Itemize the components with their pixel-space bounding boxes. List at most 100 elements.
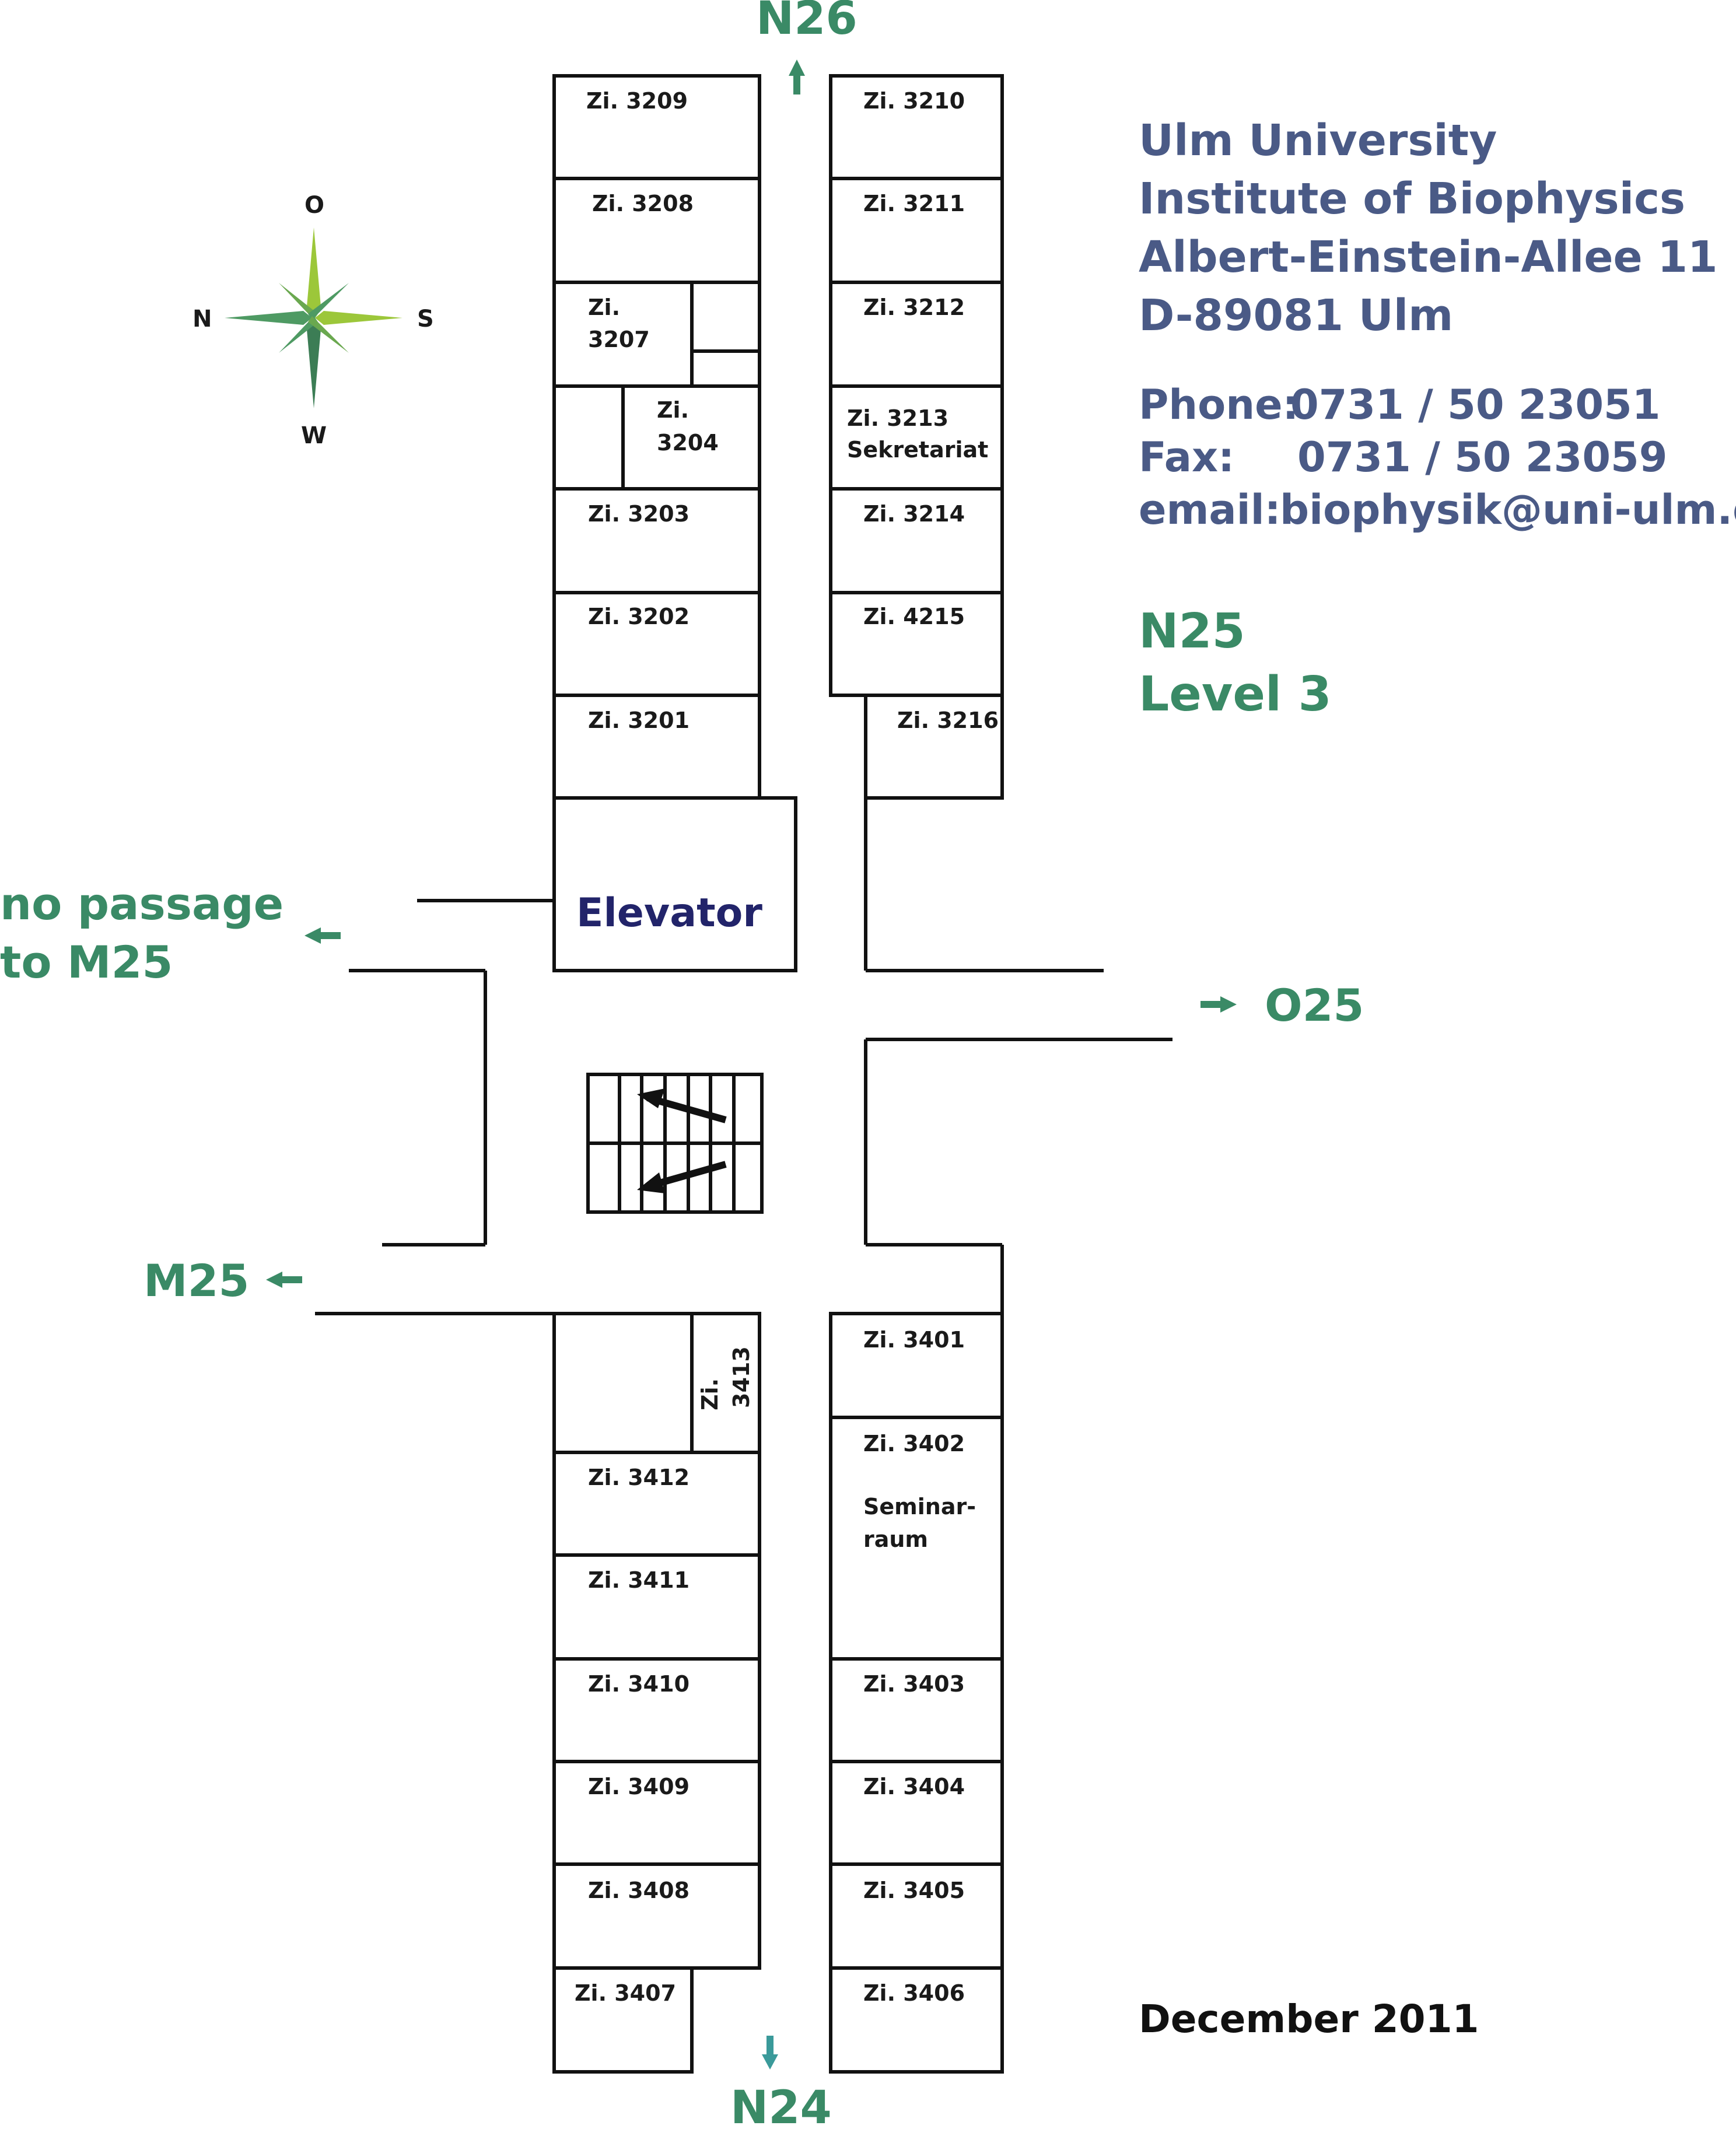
label-room-3406: Zi. 3406 — [863, 1980, 965, 2006]
no-passage-line2: to M25 — [0, 936, 173, 988]
room-3209 — [552, 74, 761, 180]
label-room-3203: Zi. 3203 — [588, 501, 690, 527]
label-room-3411: Zi. 3411 — [588, 1567, 690, 1593]
phone-value: 0731 / 50 23051 — [1290, 381, 1660, 429]
compass-rose: O W N S — [192, 192, 434, 449]
compass-diagonal-2 — [308, 283, 349, 320]
compass-west-point — [225, 311, 312, 325]
room-3214 — [829, 487, 1004, 594]
label-room-3412: Zi. 3412 — [588, 1465, 690, 1490]
room-3404 — [829, 1760, 1004, 1866]
label-room-3201: Zi. 3201 — [588, 708, 690, 733]
room-3407 — [552, 1966, 694, 2074]
elevator-label: Elevator — [576, 890, 762, 936]
room-3403 — [829, 1657, 1004, 1763]
compass-bottom-letter: W — [301, 422, 327, 449]
room-3406 — [829, 1966, 1004, 2074]
no-passage-arrow-icon — [304, 927, 341, 944]
room-4215 — [829, 591, 1004, 697]
level-label: Level 3 — [1139, 667, 1332, 722]
institution-info: Ulm University Institute of Biophysics A… — [1139, 115, 1736, 722]
stair-arrow-lower-head — [637, 1172, 665, 1193]
south-arrow-icon — [762, 2036, 778, 2070]
staircase — [586, 1073, 764, 1214]
email-value: biophysik@uni-ulm.de — [1280, 486, 1736, 534]
fax-label: Fax: — [1139, 433, 1234, 481]
label-room-3401: Zi. 3401 — [863, 1327, 965, 1353]
label-room-3213-line1: Zi. 3213 — [847, 405, 949, 431]
west-exit-label: M25 — [144, 1255, 249, 1307]
room-3203 — [552, 487, 761, 594]
label-room-3413-line2: 3413 — [729, 1346, 754, 1408]
label-room-3410: Zi. 3410 — [588, 1671, 690, 1697]
institution-line-4: D-89081 Ulm — [1139, 290, 1453, 341]
plan-date: December 2011 — [1139, 1997, 1479, 2042]
room-3201 — [552, 694, 761, 800]
phone-label: Phone: — [1139, 381, 1299, 429]
room-3401 — [829, 1312, 1004, 1419]
label-room-3216: Zi. 3216 — [897, 708, 999, 733]
west-arrow-icon — [266, 1272, 302, 1288]
label-room-3402-seminar-2: raum — [863, 1526, 928, 1552]
elevator-shaft — [552, 796, 797, 972]
label-room-3211: Zi. 3211 — [863, 191, 965, 216]
room-3413-block — [552, 1312, 761, 1454]
compass-diagonal-4 — [308, 316, 349, 353]
label-room-3208: Zi. 3208 — [592, 191, 694, 216]
south-exit: N24 — [730, 2036, 832, 2129]
room-3412 — [552, 1451, 761, 1557]
building-label: N25 — [1139, 604, 1245, 659]
label-room-3404: Zi. 3404 — [863, 1774, 965, 1799]
institution-line-3: Albert-Einstein-Allee 11 — [1139, 232, 1717, 282]
compass-diagonal-1 — [279, 283, 318, 320]
label-room-3207-line2: 3207 — [588, 327, 650, 352]
compass-diagonal-3 — [279, 316, 318, 353]
label-room-3214: Zi. 3214 — [863, 501, 965, 527]
east-arrow-icon — [1200, 996, 1237, 1013]
compass-top-letter: O — [304, 192, 324, 219]
room-3409 — [552, 1760, 761, 1866]
room-3402 — [829, 1416, 1004, 1661]
no-passage-line1: no passage — [0, 878, 284, 930]
north-wing-left — [552, 74, 761, 800]
room-3212 — [829, 281, 1004, 388]
label-room-3405: Zi. 3405 — [863, 1878, 965, 1903]
institution-line-2: Institute of Biophysics — [1139, 174, 1685, 224]
label-room-3207-line1: Zi. — [588, 295, 620, 320]
west-exit: M25 — [144, 1255, 302, 1307]
label-room-3409: Zi. 3409 — [588, 1774, 690, 1799]
fax-value: 0731 / 50 23059 — [1297, 433, 1667, 481]
north-wing-right — [829, 74, 1004, 800]
no-passage-notice: no passage to M25 — [0, 878, 341, 988]
south-wing-right — [829, 1312, 1004, 2074]
north-exit: N26 — [756, 0, 858, 94]
label-room-3408: Zi. 3408 — [588, 1878, 690, 1903]
compass-right-letter: S — [417, 306, 434, 332]
label-room-3402-seminar-1: Seminar- — [863, 1494, 976, 1519]
room-3210 — [829, 74, 1004, 180]
label-room-3204-line2: 3204 — [657, 430, 719, 456]
stair-arrow-upper — [646, 1094, 727, 1123]
north-exit-label: N26 — [756, 0, 858, 45]
south-wing-left — [552, 1312, 761, 2074]
north-arrow-icon — [789, 59, 805, 94]
label-room-3213-line2: Sekretariat — [847, 437, 988, 463]
label-room-3407: Zi. 3407 — [575, 1980, 676, 2006]
room-3216 — [864, 694, 1004, 800]
label-room-3202: Zi. 3202 — [588, 604, 690, 629]
label-room-3413-line1: Zi. — [697, 1378, 723, 1410]
east-exit: O25 — [1200, 979, 1364, 1031]
room-3202 — [552, 591, 761, 697]
label-room-3212: Zi. 3212 — [863, 295, 965, 320]
label-room-4215: Zi. 4215 — [863, 604, 965, 629]
east-exit-label: O25 — [1265, 979, 1364, 1031]
stair-arrow-upper-head — [637, 1088, 665, 1108]
compass-left-letter: N — [192, 306, 212, 332]
label-room-3209: Zi. 3209 — [586, 88, 688, 114]
compass-south-point — [307, 321, 321, 408]
room-3410 — [552, 1657, 761, 1763]
compass-north-point — [307, 227, 321, 315]
south-exit-label: N24 — [730, 2082, 832, 2129]
label-room-3403: Zi. 3403 — [863, 1671, 965, 1697]
